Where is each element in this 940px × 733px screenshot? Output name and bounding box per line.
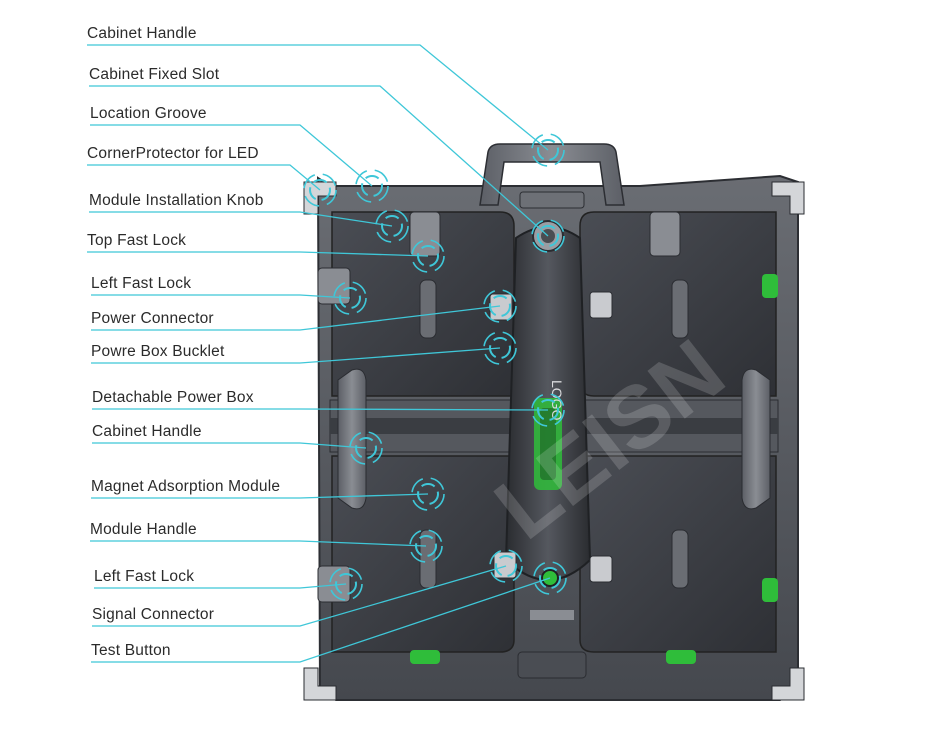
leader-line-cabinet-handle-middle <box>92 442 367 449</box>
leader-line-cabinet-handle-top <box>87 44 549 151</box>
leader-line-left-fast-lock-lower <box>94 583 347 589</box>
label-corner-protector: CornerProtector for LED <box>87 145 259 162</box>
label-module-installation-knob: Module Installation Knob <box>89 192 264 209</box>
leader-line-power-connector <box>91 305 501 331</box>
callout-ring-cabinet-handle-top <box>537 139 559 161</box>
callout-ring-magnet-adsorption-module <box>417 483 439 505</box>
callout-ring-power-connector <box>489 295 511 317</box>
corner-protector-top-left <box>303 181 337 215</box>
label-signal-connector: Signal Connector <box>92 606 215 623</box>
callout-ring-left-fast-lock-upper <box>333 281 367 315</box>
leader-line-module-installation-knob <box>89 211 393 227</box>
callout-ring-power-connector <box>483 289 517 323</box>
label-power-box-bucklet: Powre Box Bucklet <box>91 343 225 360</box>
callout-ring-cabinet-handle-top <box>531 133 565 167</box>
callout-ring-signal-connector <box>489 549 523 583</box>
right-cabinet-handle <box>741 368 771 510</box>
callout-ring-signal-connector <box>495 555 517 577</box>
green-indicator-bottom-left <box>410 650 440 664</box>
label-location-groove: Location Groove <box>90 105 207 122</box>
power-box-logo: LOGO <box>549 380 565 421</box>
callout-ring-corner-protector <box>303 173 337 207</box>
callout-ring-test-button <box>533 561 567 595</box>
label-magnet-adsorption-module: Magnet Adsorption Module <box>91 478 281 495</box>
callout-ring-top-fast-lock <box>411 239 445 273</box>
label-cabinet-handle-middle: Cabinet Handle <box>92 423 202 440</box>
callout-ring-power-box-bucklet <box>483 331 517 365</box>
module-handle-bottom-right <box>671 529 689 589</box>
callout-ring-detachable-power-box <box>537 399 559 421</box>
label-module-handle: Module Handle <box>90 521 197 538</box>
leader-line-power-box-bucklet <box>91 347 501 364</box>
leader-line-module-handle <box>90 540 427 547</box>
callout-ring-module-installation-knob <box>375 209 409 243</box>
callout-ring-top-fast-lock <box>417 245 439 267</box>
green-indicator-right-lower <box>762 578 778 602</box>
leader-line-top-fast-lock <box>87 251 429 257</box>
leader-line-test-button <box>91 577 551 663</box>
label-left-fast-lock-lower: Left Fast Lock <box>94 568 195 585</box>
corner-protector-bottom-right <box>771 667 805 701</box>
leader-line-signal-connector <box>92 565 507 627</box>
callout-ring-location-groove <box>361 175 383 197</box>
leader-line-detachable-power-box <box>92 408 549 411</box>
top-fast-lock-body <box>409 211 441 257</box>
callout-ring-test-button <box>539 567 561 589</box>
callout-ring-left-fast-lock-lower <box>329 567 363 601</box>
label-cabinet-handle-top: Cabinet Handle <box>87 25 197 42</box>
label-top-fast-lock: Top Fast Lock <box>87 232 187 249</box>
callout-layer <box>87 44 567 663</box>
callout-ring-cabinet-handle-middle <box>355 437 377 459</box>
label-power-connector: Power Connector <box>91 310 214 327</box>
power-box-vent <box>530 610 574 620</box>
corner-protector-bottom-left <box>303 667 337 701</box>
green-indicator-bottom-right <box>666 650 696 664</box>
label-cabinet-fixed-slot: Cabinet Fixed Slot <box>89 66 220 83</box>
green-indicator-right-upper <box>762 274 778 298</box>
module-handle-top-right <box>671 279 689 339</box>
callout-ring-left-fast-lock-lower <box>335 573 357 595</box>
callout-ring-cabinet-handle-middle <box>349 431 383 465</box>
label-test-button: Test Button <box>91 642 171 659</box>
module-handle-top-left <box>419 279 437 339</box>
leader-line-corner-protector <box>87 164 321 191</box>
handle-mount <box>519 191 585 209</box>
leader-line-location-groove <box>90 124 373 187</box>
corner-protector-top-right <box>771 181 805 215</box>
label-left-fast-lock-upper: Left Fast Lock <box>91 275 192 292</box>
callout-ring-left-fast-lock-upper <box>339 287 361 309</box>
callout-ring-module-handle <box>415 535 437 557</box>
callout-ring-module-handle <box>409 529 443 563</box>
callout-ring-module-installation-knob <box>381 215 403 237</box>
left-fast-lock-upper-body <box>317 267 351 305</box>
module-handle-bottom-left <box>419 529 437 589</box>
callout-ring-location-groove <box>355 169 389 203</box>
leader-line-magnet-adsorption-module <box>91 493 429 499</box>
callout-ring-power-box-bucklet <box>489 337 511 359</box>
callout-ring-cabinet-fixed-slot <box>537 225 559 247</box>
callout-ring-corner-protector <box>309 179 331 201</box>
leader-line-left-fast-lock-upper <box>91 294 351 299</box>
callout-ring-cabinet-fixed-slot <box>531 219 565 253</box>
callout-ring-magnet-adsorption-module <box>411 477 445 511</box>
label-detachable-power-box: Detachable Power Box <box>92 389 254 406</box>
leader-line-cabinet-fixed-slot <box>89 85 549 237</box>
callout-ring-detachable-power-box <box>531 393 565 427</box>
top-cabinet-handle <box>479 143 625 206</box>
